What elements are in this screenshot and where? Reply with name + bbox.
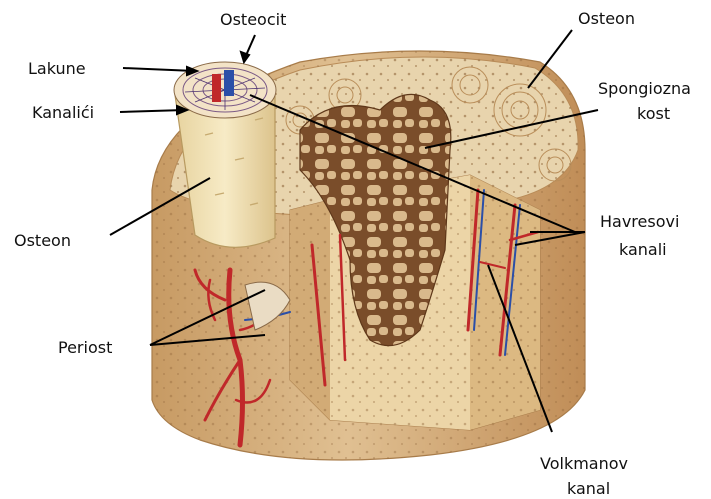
label-kanalici: Kanalići: [32, 103, 94, 123]
label-osteocit: Osteocit: [220, 10, 286, 30]
label-lakune: Lakune: [28, 59, 86, 79]
label-volkmanov-line2: kanal: [567, 479, 610, 499]
label-spongiozna-line2: kost: [637, 104, 670, 124]
label-havresovi-line1: Havresovi: [600, 212, 679, 232]
label-osteon-left: Osteon: [14, 231, 71, 251]
label-volkmanov-line1: Volkmanov: [540, 454, 628, 474]
label-osteon-top: Osteon: [578, 9, 635, 29]
label-spongiozna-line1: Spongiozna: [598, 79, 691, 99]
label-periost: Periost: [58, 338, 112, 358]
label-havresovi-line2: kanali: [619, 240, 667, 260]
